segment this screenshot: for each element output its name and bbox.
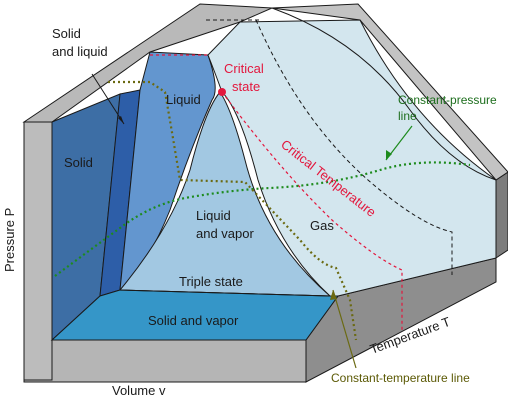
block-right-end xyxy=(495,171,508,259)
block-left-face xyxy=(23,121,53,381)
constant-pressure-label-1: Constant-pressure xyxy=(398,93,497,107)
gas-label: Gas xyxy=(310,218,334,233)
constant-pressure-arrowhead xyxy=(386,150,392,160)
liquid-vapor-label-2: and vapor xyxy=(196,226,254,241)
block-far-top xyxy=(271,3,508,181)
solid-liquid-label-2: and liquid xyxy=(52,44,108,59)
solid-label: Solid xyxy=(64,155,93,170)
pressure-axis-label: Pressure P xyxy=(2,208,17,272)
solid-vapor-label: Solid and vapor xyxy=(148,313,239,328)
solid-liquid-pointer xyxy=(91,73,125,125)
constant-temperature-pointer xyxy=(332,289,357,369)
triple-state-label: Triple state xyxy=(179,274,243,289)
constant-pressure-label-2: line xyxy=(398,109,417,123)
constant-temperature-arrowhead xyxy=(330,290,337,300)
constant-temperature-label: Constant-temperature line xyxy=(331,371,470,385)
triple-state-line xyxy=(119,289,331,297)
solid-liquid-label-1: Solid xyxy=(52,26,81,41)
critical-state-label-1: Critical xyxy=(224,61,264,76)
volume-axis-label: Volume v xyxy=(112,383,166,398)
solid-liquid-arrowhead xyxy=(118,116,124,124)
critical-point-marker xyxy=(218,88,226,96)
liquid-vapor-label-1: Liquid xyxy=(196,208,231,223)
critical-temperature-dash xyxy=(221,91,403,330)
critical-state-label-2: state xyxy=(232,79,260,94)
block-bottom-face xyxy=(23,339,307,383)
liquid-label: Liquid xyxy=(166,92,201,107)
gas-isotherm-1 xyxy=(255,19,453,275)
constant-pressure-line xyxy=(54,161,471,277)
